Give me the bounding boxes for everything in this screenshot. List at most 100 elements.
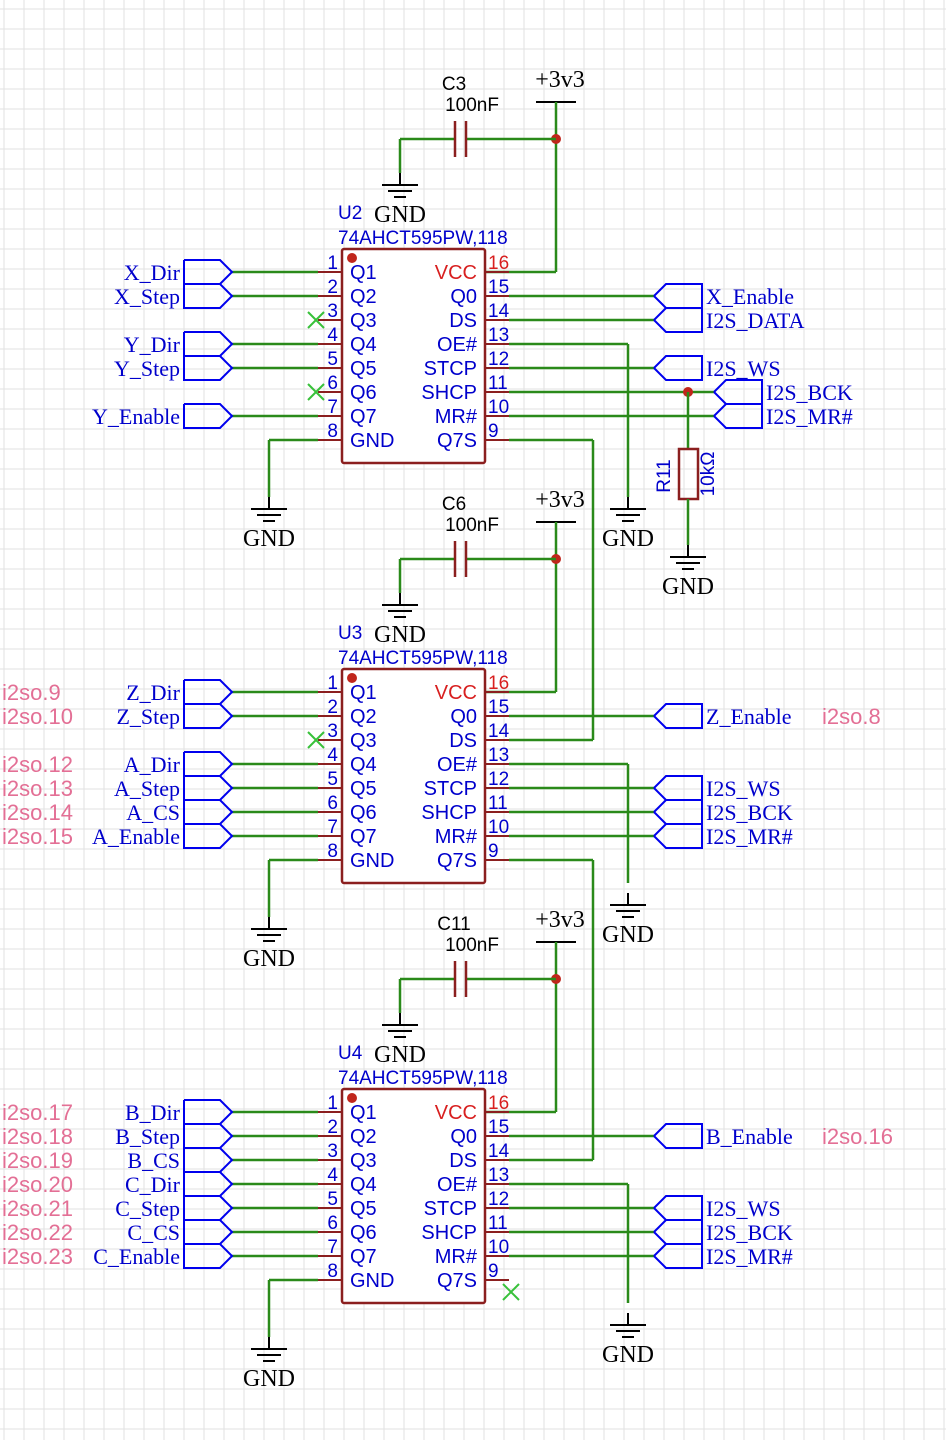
pin-name: Q5 (350, 778, 377, 800)
pin-name: Q6 (350, 382, 377, 404)
net-label: I2S_BCK (706, 800, 793, 825)
pin-name: Q7 (350, 826, 377, 848)
net-label: Y_Enable (92, 404, 180, 429)
chip-body (340, 1087, 487, 1305)
signal-tag: i2so.9 (2, 680, 61, 705)
pin-number: 14 (488, 721, 510, 742)
pin-number: 8 (327, 841, 338, 862)
pin-name: Q1 (350, 262, 377, 284)
no-connect-icon (502, 1283, 520, 1301)
net-port-icon (653, 355, 703, 381)
pin-number: 9 (488, 1261, 499, 1282)
no-connect-icon (307, 383, 325, 401)
pin-number: 9 (488, 421, 499, 442)
signal-tag: i2so.12 (2, 752, 73, 777)
net-port-outline (183, 331, 234, 357)
net-label: A_Dir (124, 752, 181, 777)
signal-tag: i2so.20 (2, 1172, 73, 1197)
signal-tag: i2so.14 (2, 800, 73, 825)
net-port-icon (183, 775, 234, 801)
chip-body (340, 247, 487, 465)
ground-label: GND (602, 1342, 654, 1368)
net-label: I2S_MR# (706, 824, 793, 849)
pin-name: Q1 (350, 1102, 377, 1124)
ground-icon: GND (243, 917, 295, 972)
pin-number: 3 (327, 721, 338, 742)
net-label: I2S_WS (706, 776, 781, 801)
net-port-icon (183, 1243, 234, 1269)
net-port-icon (183, 403, 234, 429)
net-label: Z_Dir (126, 680, 180, 705)
pin-number: 2 (327, 1117, 338, 1138)
net-port-icon (183, 1219, 234, 1245)
ground-icon: GND (602, 497, 654, 552)
signal-tag: i2so.10 (2, 704, 73, 729)
pin-number: 7 (327, 1237, 338, 1258)
pin-number: 4 (327, 325, 338, 346)
net-label: I2S_BCK (766, 380, 853, 405)
net-port-icon (653, 703, 703, 729)
power-label: +3v3 (535, 67, 585, 93)
pin-number: 5 (327, 1189, 338, 1210)
ground-label: GND (374, 202, 426, 228)
net-port-outline (183, 1243, 234, 1269)
pin-number: 3 (327, 301, 338, 322)
net-port-outline (183, 355, 234, 381)
net-label: C_Step (115, 1196, 180, 1221)
net-port-icon (713, 403, 763, 429)
ground-label: GND (374, 622, 426, 648)
pin-name: STCP (424, 358, 477, 380)
net-label: A_Step (114, 776, 180, 801)
pin-number: 1 (327, 1093, 338, 1114)
net-port-icon (653, 283, 703, 309)
net-label: I2S_DATA (706, 308, 805, 333)
pin-number: 2 (327, 277, 338, 298)
net-port-icon (653, 307, 703, 333)
net-port-outline (183, 751, 234, 777)
net-port-icon (183, 751, 234, 777)
net-label: C_Enable (93, 1244, 180, 1269)
chip-ref: U3 (338, 623, 362, 644)
pin-number: 1 (327, 253, 338, 274)
capacitor-value: 100nF (445, 95, 499, 116)
power-label: +3v3 (535, 907, 585, 933)
pin-name: Q0 (450, 706, 477, 728)
pin-name: SHCP (421, 382, 477, 404)
net-port-icon (183, 1123, 234, 1149)
pin-name: Q2 (350, 706, 377, 728)
net-port-outline (183, 259, 234, 285)
signal-tag: i2so.18 (2, 1124, 73, 1149)
net-port-icon (653, 799, 703, 825)
net-port-outline (183, 1195, 234, 1221)
net-port-outline (653, 703, 703, 729)
net-port-icon (653, 1123, 703, 1149)
pin-name: MR# (435, 406, 478, 428)
net-port-icon (183, 259, 234, 285)
capacitor-ref: C6 (442, 494, 466, 515)
net-label: Y_Dir (124, 332, 181, 357)
pin-name: Q7S (437, 1270, 477, 1292)
net-port-outline (183, 823, 234, 849)
pin-number: 4 (327, 745, 338, 766)
no-connect-stroke (307, 311, 325, 329)
pin-name: Q5 (350, 1198, 377, 1220)
no-connect-stroke (307, 731, 325, 749)
pin-name: SHCP (421, 802, 477, 824)
pin-number: 13 (488, 745, 509, 766)
net-port-icon (713, 379, 763, 405)
ground-icon: GND (374, 1013, 426, 1068)
chip-part-number: 74AHCT595PW,118 (338, 1068, 508, 1089)
capacitor-value: 100nF (445, 515, 499, 536)
net-label: I2S_MR# (706, 1244, 793, 1269)
no-connect-stroke (502, 1283, 520, 1301)
net-label: I2S_WS (706, 356, 781, 381)
ground-label: GND (662, 574, 714, 600)
pin-name: SHCP (421, 1222, 477, 1244)
pin-number: 11 (488, 373, 508, 394)
pin-number: 16 (488, 253, 509, 274)
pin-number: 13 (488, 1165, 509, 1186)
net-label: I2S_BCK (706, 1220, 793, 1245)
